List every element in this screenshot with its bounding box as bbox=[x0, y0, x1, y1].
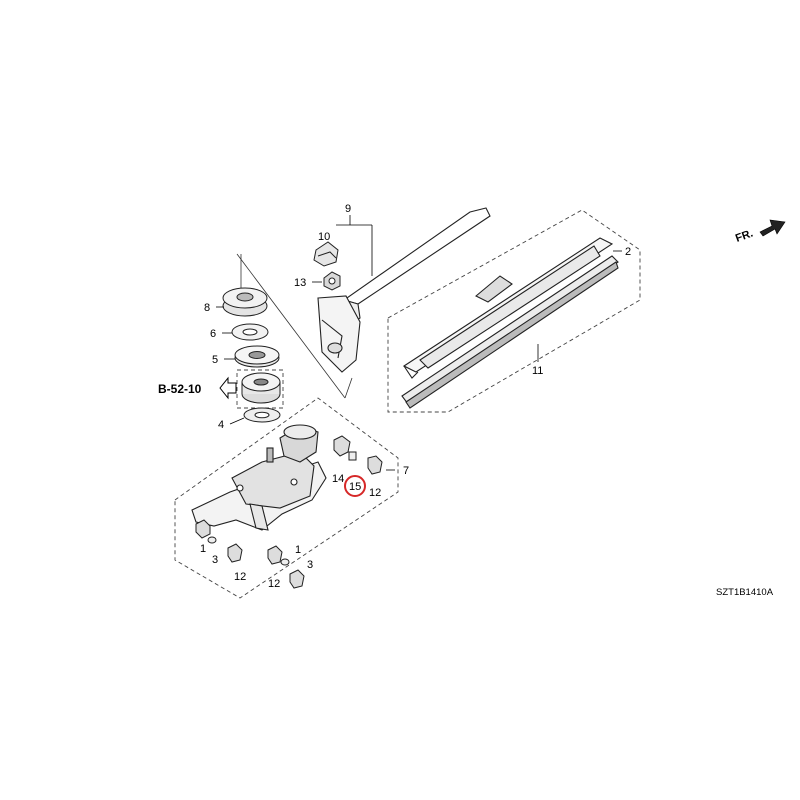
grommet-stack bbox=[222, 287, 281, 423]
motor-group-outline bbox=[174, 397, 399, 599]
front-direction-indicator: FR. bbox=[734, 219, 786, 245]
callout-11: 11 bbox=[532, 365, 543, 377]
callout-12-right: 12 bbox=[369, 487, 381, 499]
callout-leaders bbox=[216, 215, 622, 471]
callout-5: 5 bbox=[212, 354, 218, 366]
callout-7: 7 bbox=[403, 465, 409, 477]
reference-arrow bbox=[219, 376, 237, 400]
callout-2: 2 bbox=[625, 246, 631, 258]
callout-12-mid: 12 bbox=[268, 578, 280, 590]
wiper-motor bbox=[191, 424, 327, 531]
front-direction-label: FR. bbox=[734, 227, 755, 244]
callout-1-left: 1 bbox=[200, 543, 206, 555]
callout-8: 8 bbox=[204, 302, 210, 314]
callout-14: 14 bbox=[332, 473, 344, 485]
callout-4: 4 bbox=[218, 419, 224, 431]
callout-labels: 8 6 5 4 9 10 13 2 11 7 14 15 12 1 3 12 1… bbox=[200, 203, 631, 590]
reference-label: B-52-10 bbox=[158, 382, 202, 396]
wiper-blade bbox=[402, 237, 614, 379]
callout-3-mid: 3 bbox=[307, 559, 313, 571]
callout-3-left: 3 bbox=[212, 554, 218, 566]
callout-9: 9 bbox=[345, 203, 351, 215]
callout-13: 13 bbox=[294, 277, 306, 289]
leader-lines bbox=[236, 253, 353, 399]
arm-nut bbox=[323, 271, 341, 291]
callout-15: 15 bbox=[349, 481, 361, 493]
diagram-code: SZT1B1410A bbox=[716, 587, 774, 598]
blade-rubber bbox=[401, 255, 619, 409]
callout-1-mid: 1 bbox=[295, 544, 301, 556]
callout-10: 10 bbox=[318, 231, 330, 243]
motor-fasteners bbox=[195, 435, 383, 589]
callout-6: 6 bbox=[210, 328, 216, 340]
arm-cap bbox=[313, 241, 339, 267]
callout-12-left: 12 bbox=[234, 571, 246, 583]
highlight-ring-15 bbox=[344, 475, 366, 497]
front-arrow-icon bbox=[759, 219, 786, 237]
wiper-arm bbox=[317, 207, 491, 373]
blade-group-outline bbox=[387, 209, 641, 413]
